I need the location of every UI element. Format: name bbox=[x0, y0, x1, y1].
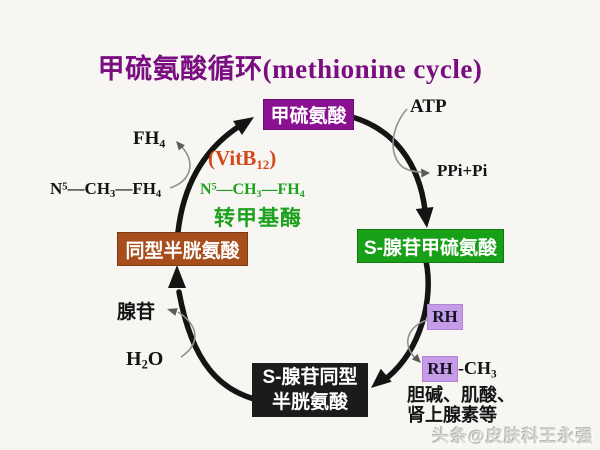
label-ppi-pi: PPi+Pi bbox=[437, 161, 488, 180]
node-sam-label: S-腺苷甲硫氨酸 bbox=[363, 237, 497, 259]
label-methyl-products-line1: 胆碱、肌酸、 bbox=[407, 385, 515, 405]
cycle-arc-top-right bbox=[349, 114, 428, 213]
node-s-adenosylmethionine: S-腺苷甲硫氨酸 bbox=[357, 229, 504, 263]
node-methionine: 甲硫氨酸 bbox=[263, 99, 354, 130]
rh-to-rhch3-arrow bbox=[407, 319, 428, 359]
node-rh-substrate: RH bbox=[427, 304, 463, 330]
arrowhead-fh4-icon bbox=[176, 141, 185, 151]
node-rh-methylated-label: RH bbox=[427, 359, 453, 378]
h2o-to-adenosine-arrow bbox=[177, 311, 196, 358]
label-n5-methyl-fh4: N5—CH3—FH4 bbox=[50, 179, 162, 201]
node-sah-line1: S-腺苷同型 bbox=[262, 367, 358, 388]
arrowhead-to-homocysteine-icon bbox=[168, 265, 186, 288]
watermark: 头条@皮肤科王永强 bbox=[432, 427, 594, 446]
label-methyl-products-line2: 肾上腺素等 bbox=[407, 405, 497, 425]
arrowhead-to-sah-icon bbox=[371, 368, 392, 388]
arrowhead-adenosine-icon bbox=[167, 308, 178, 316]
label-n5-methyl-fh4-enzyme-part: N5—CH3—FH4 bbox=[200, 181, 305, 200]
node-homocysteine-label: 同型半胱氨酸 bbox=[125, 240, 240, 262]
node-rh-substrate-label: RH bbox=[432, 307, 458, 326]
node-homocysteine: 同型半胱氨酸 bbox=[117, 232, 248, 266]
label-ch3-group: -CH3 bbox=[458, 358, 497, 381]
node-s-adenosylhomocysteine: S-腺苷同型 半胱氨酸 bbox=[252, 363, 368, 417]
label-methyltransferase: 转甲基酶 bbox=[214, 207, 302, 230]
arrowhead-rhch3-icon bbox=[411, 353, 421, 363]
label-h2o: H2O bbox=[126, 348, 164, 372]
label-vitamin-b12: (VitB12) bbox=[208, 146, 277, 172]
cycle-arc-left-top bbox=[175, 124, 241, 235]
methylfh4-to-fh4-arrow bbox=[169, 146, 191, 189]
atp-to-ppi-arrow bbox=[392, 108, 422, 173]
label-atp: ATP bbox=[410, 96, 447, 117]
arrowhead-ppi-icon bbox=[421, 168, 430, 178]
label-adenosine: 腺苷 bbox=[117, 302, 156, 323]
arrowhead-to-methionine-icon bbox=[233, 117, 254, 135]
node-sah-line2: 半胱氨酸 bbox=[271, 392, 348, 413]
cycle-arc-right-bottom bbox=[385, 258, 431, 380]
label-fh4: FH4 bbox=[133, 128, 166, 151]
page-title: 甲硫氨酸循环(methionine cycle) bbox=[97, 54, 483, 84]
cycle-arc-bottom-left bbox=[176, 289, 265, 404]
arrowhead-to-sam-icon bbox=[415, 207, 434, 228]
node-methionine-label: 甲硫氨酸 bbox=[270, 106, 347, 127]
node-rh-methylated: RH bbox=[422, 356, 458, 382]
